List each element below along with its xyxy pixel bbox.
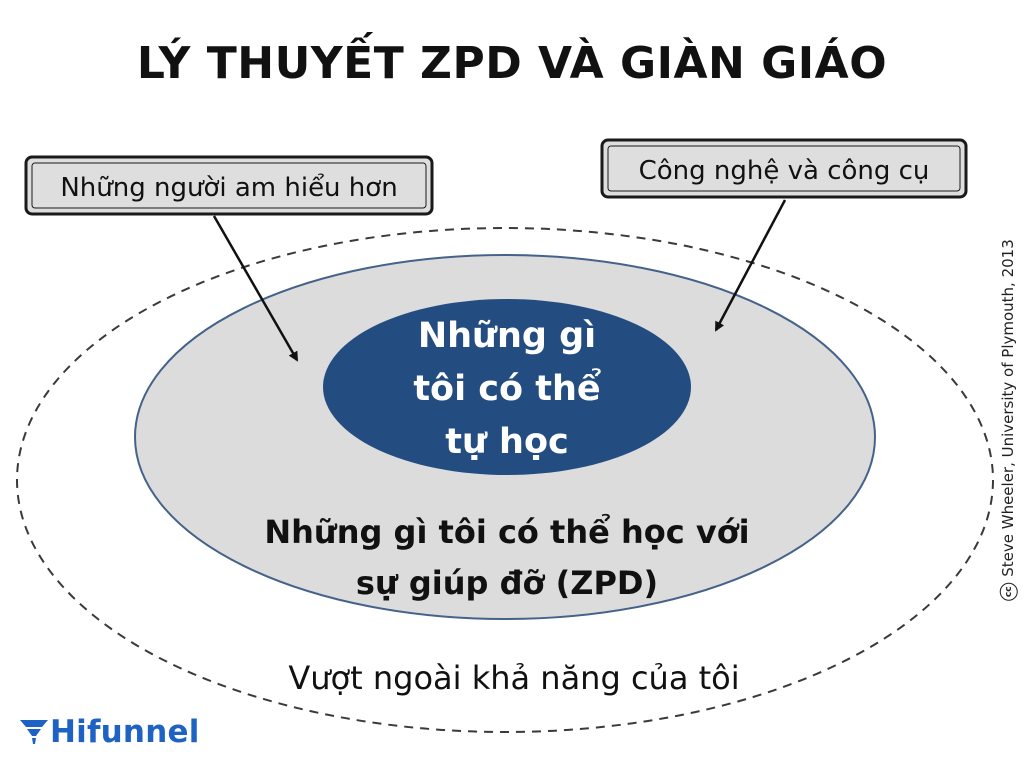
self-learning-ellipse [323, 299, 691, 475]
inner-text-line-3: tự học [445, 422, 569, 462]
outer-zone-ellipse [16, 227, 994, 733]
credit-text: Steve Wheeler, University of Plymouth, 2… [998, 239, 1017, 577]
arrow-from-technology-tools [714, 199, 787, 332]
label-knowledgeable-others: Những người am hiểu hơn [24, 155, 434, 216]
arrow-from-knowledgeable-others [212, 215, 299, 362]
label-knowledgeable-others-text: Những người am hiểu hơn [60, 172, 397, 203]
funnel-icon [20, 720, 48, 744]
label-technology-tools: Công nghệ và công cụ [600, 138, 968, 199]
outer-zone-text: Vượt ngoài khả năng của tôi [288, 659, 739, 697]
zpd-text-line-2: sự giúp đỡ (ZPD) [356, 564, 658, 602]
cc-icon: cc [999, 582, 1018, 601]
inner-text-line-1: Những gì [418, 316, 596, 356]
logo-text: Hifunnel [50, 714, 200, 750]
inner-text-line-2: tôi có thể [413, 367, 601, 409]
zpd-text-line-1: Những gì tôi có thể học với [264, 513, 749, 551]
page-title: LÝ THUYẾT ZPD VÀ GIÀN GIÁO [136, 38, 888, 89]
hifunnel-logo: Hifunnel [18, 712, 200, 752]
label-technology-tools-text: Công nghệ và công cụ [639, 156, 930, 186]
copyright-credit: cc Steve Wheeler, University of Plymouth,… [999, 239, 1018, 601]
